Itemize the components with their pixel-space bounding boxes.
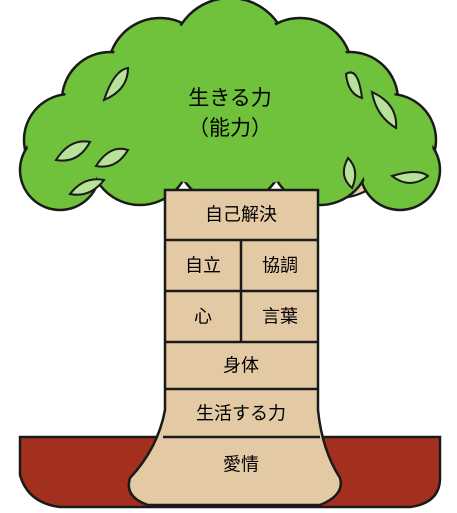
leaf-icon [94, 147, 130, 168]
crown-title: 生きる力 [188, 86, 272, 110]
crown-subtitle: （能力） [188, 116, 272, 140]
leaf-icon [102, 66, 130, 102]
trunk-dividers [163, 238, 320, 439]
leaf-icon [370, 90, 398, 130]
trunk-label-words: 言葉 [262, 307, 298, 328]
trunk-label-cooperation: 協調 [262, 256, 298, 277]
tree-crown [18, 0, 442, 212]
leaf-group [54, 66, 430, 196]
leaf-icon [344, 71, 364, 100]
leaf-icon [342, 156, 357, 190]
trunk-label-self-solving: 自己解決 [205, 205, 277, 226]
trunk [127, 188, 343, 507]
trunk-label-living-power: 生活する力 [196, 404, 286, 425]
trunk-label-body: 身体 [223, 356, 259, 377]
leaf-icon [54, 140, 92, 162]
trunk-label-heart: 心 [194, 307, 212, 328]
leaf-icon [68, 178, 106, 196]
root-label-love: 愛情 [223, 455, 259, 476]
trunk-label-independence: 自立 [185, 256, 221, 277]
leaf-icon [389, 171, 430, 184]
